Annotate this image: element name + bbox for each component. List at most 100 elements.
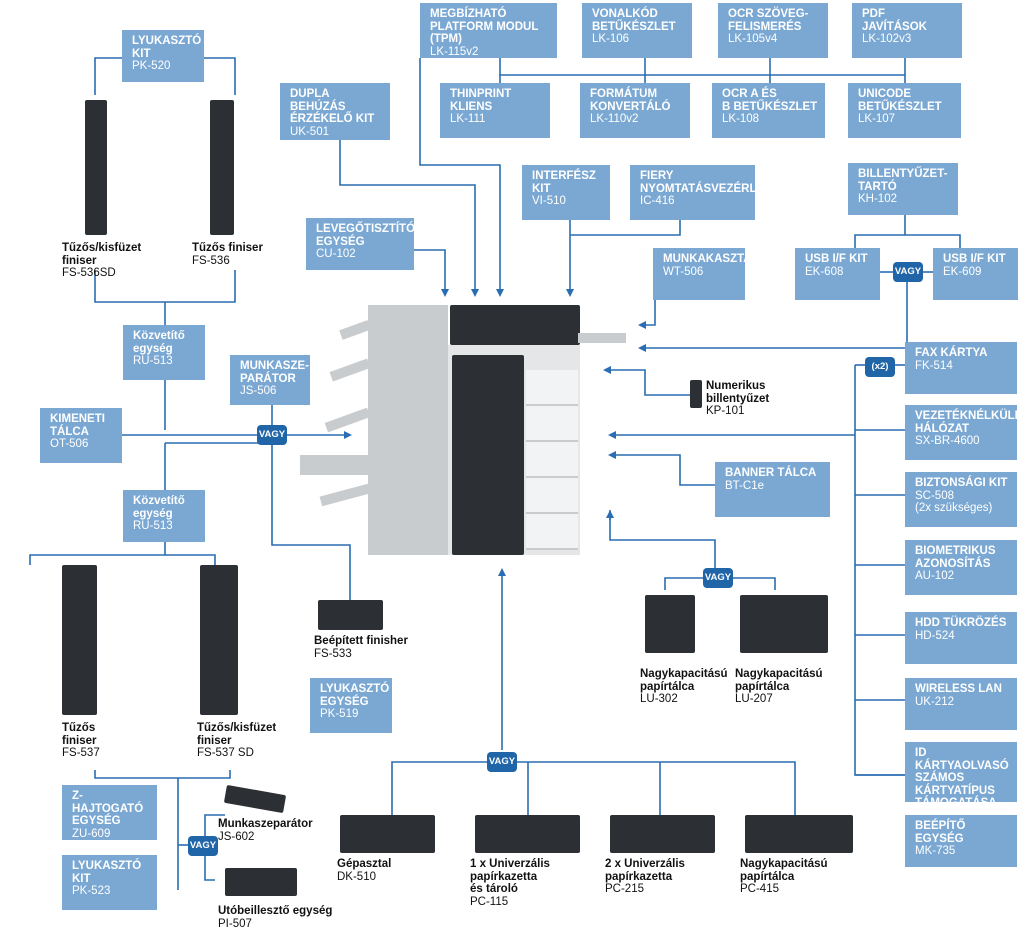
option-title: VONALKÓD BETŰKÉSZLET [592,8,676,33]
vagy-badge-cabinet: VAGY [487,752,517,772]
device-title: Tűzős finiser [192,242,263,254]
option-code: LK-108 [722,113,760,125]
device-code: FS-536 [192,254,230,267]
option-title: DUPLA BEHÚZÁS ÉRZÉKELŐ KIT [290,88,375,125]
option-code: SC-508 (2x szükséges) [915,489,993,515]
option-title: BIZTONSÁGI KIT [915,477,1008,489]
option-code: RU-513 [133,520,173,532]
option-code: LK-102v3 [862,33,912,45]
option-title: INTERFÉSZ KIT [532,170,596,195]
device-code: PC-115 [470,895,509,908]
option-title: LYUKASZTÓ KIT [72,860,142,885]
option-title: Közvetítő egység [133,495,185,520]
vagy-badge-usb: VAGY [893,262,923,282]
option-code: PK-520 [132,60,171,72]
device-code: LU-302 [640,693,678,705]
device-title: Numerikus billentyűzet [706,380,770,405]
option-title: OCR SZÖVEG- FELISMERÉS [728,8,809,33]
tray-lu207-illustration [740,595,828,653]
option-code: LK-107 [858,113,896,125]
keypad-kp101-illustration [690,380,702,408]
option-title: LEVEGŐTISZTÍTÓ EGYSÉG [316,223,416,248]
option-title: FIERY NYOMTATÁSVEZÉRLŐ [640,170,766,195]
option-code: LK-106 [592,33,630,45]
finisher-fs533-illustration [318,600,383,630]
cabinet-pc215-illustration [610,815,715,853]
option-code: RU-513 [133,355,173,367]
option-title: WIRELESS LAN [915,683,1002,695]
option-title: BILLENTYŰZET- TARTÓ [858,168,948,193]
option-lk115[interactable]: MEGBÍZHATÓ PLATFORM MODUL (TPM)LK-115v2 [420,3,557,58]
option-title: BEÉPÍTŐ EGYSÉG [915,820,966,845]
finisher-fs537sd-illustration [200,565,238,715]
option-title: OCR A ÉS B BETŰKÉSZLET [722,88,818,113]
option-title: FORMÁTUM KONVERTÁLÓ [590,88,671,113]
option-code: EK-609 [943,265,982,278]
option-title: MUNKASZE- PARÁTOR [240,360,309,385]
option-title: BIOMETRIKUS AZONOSÍTÁS [915,545,996,570]
option-code: ZU-609 [72,827,111,840]
cabinet-pc415-illustration [745,815,853,853]
device-code: FS-536SD [62,267,116,279]
device-code: FS-537 [62,747,100,759]
option-code: KH-102 [858,193,897,205]
option-code: CU-102 [316,248,356,260]
device-title: Beépített finisher [314,635,408,647]
device-title: Nagykapacitású papírtálca [740,858,828,883]
option-title: Közvetítő egység [133,330,185,355]
option-title: UNICODE BETŰKÉSZLET [858,88,942,113]
device-title: Nagykapacitású papírtálca [640,668,728,693]
option-code: LK-111 [450,113,486,125]
device-title: 1 x Univerzális papírkazetta és tároló [470,858,550,895]
device-title: Tűzős/kisfüzet finiser [62,242,142,267]
option-code: UK-212 [915,695,954,708]
option-id-card-reader[interactable]: ID KÁRTYAOLVASÓ SZÁMOS KÁRTYATÍPUS TÁMOG… [905,742,1017,809]
option-title: MEGBÍZHATÓ PLATFORM MODUL (TPM) [430,8,539,45]
option-title: PDF JAVÍTÁSOK [862,8,927,33]
option-code: FK-514 [915,359,953,372]
option-code: SX-BR-4600 [915,435,980,447]
option-title: FAX KÁRTYA [915,347,988,359]
option-code: HD-524 [915,629,955,642]
option-code: WT-506 [663,265,704,278]
